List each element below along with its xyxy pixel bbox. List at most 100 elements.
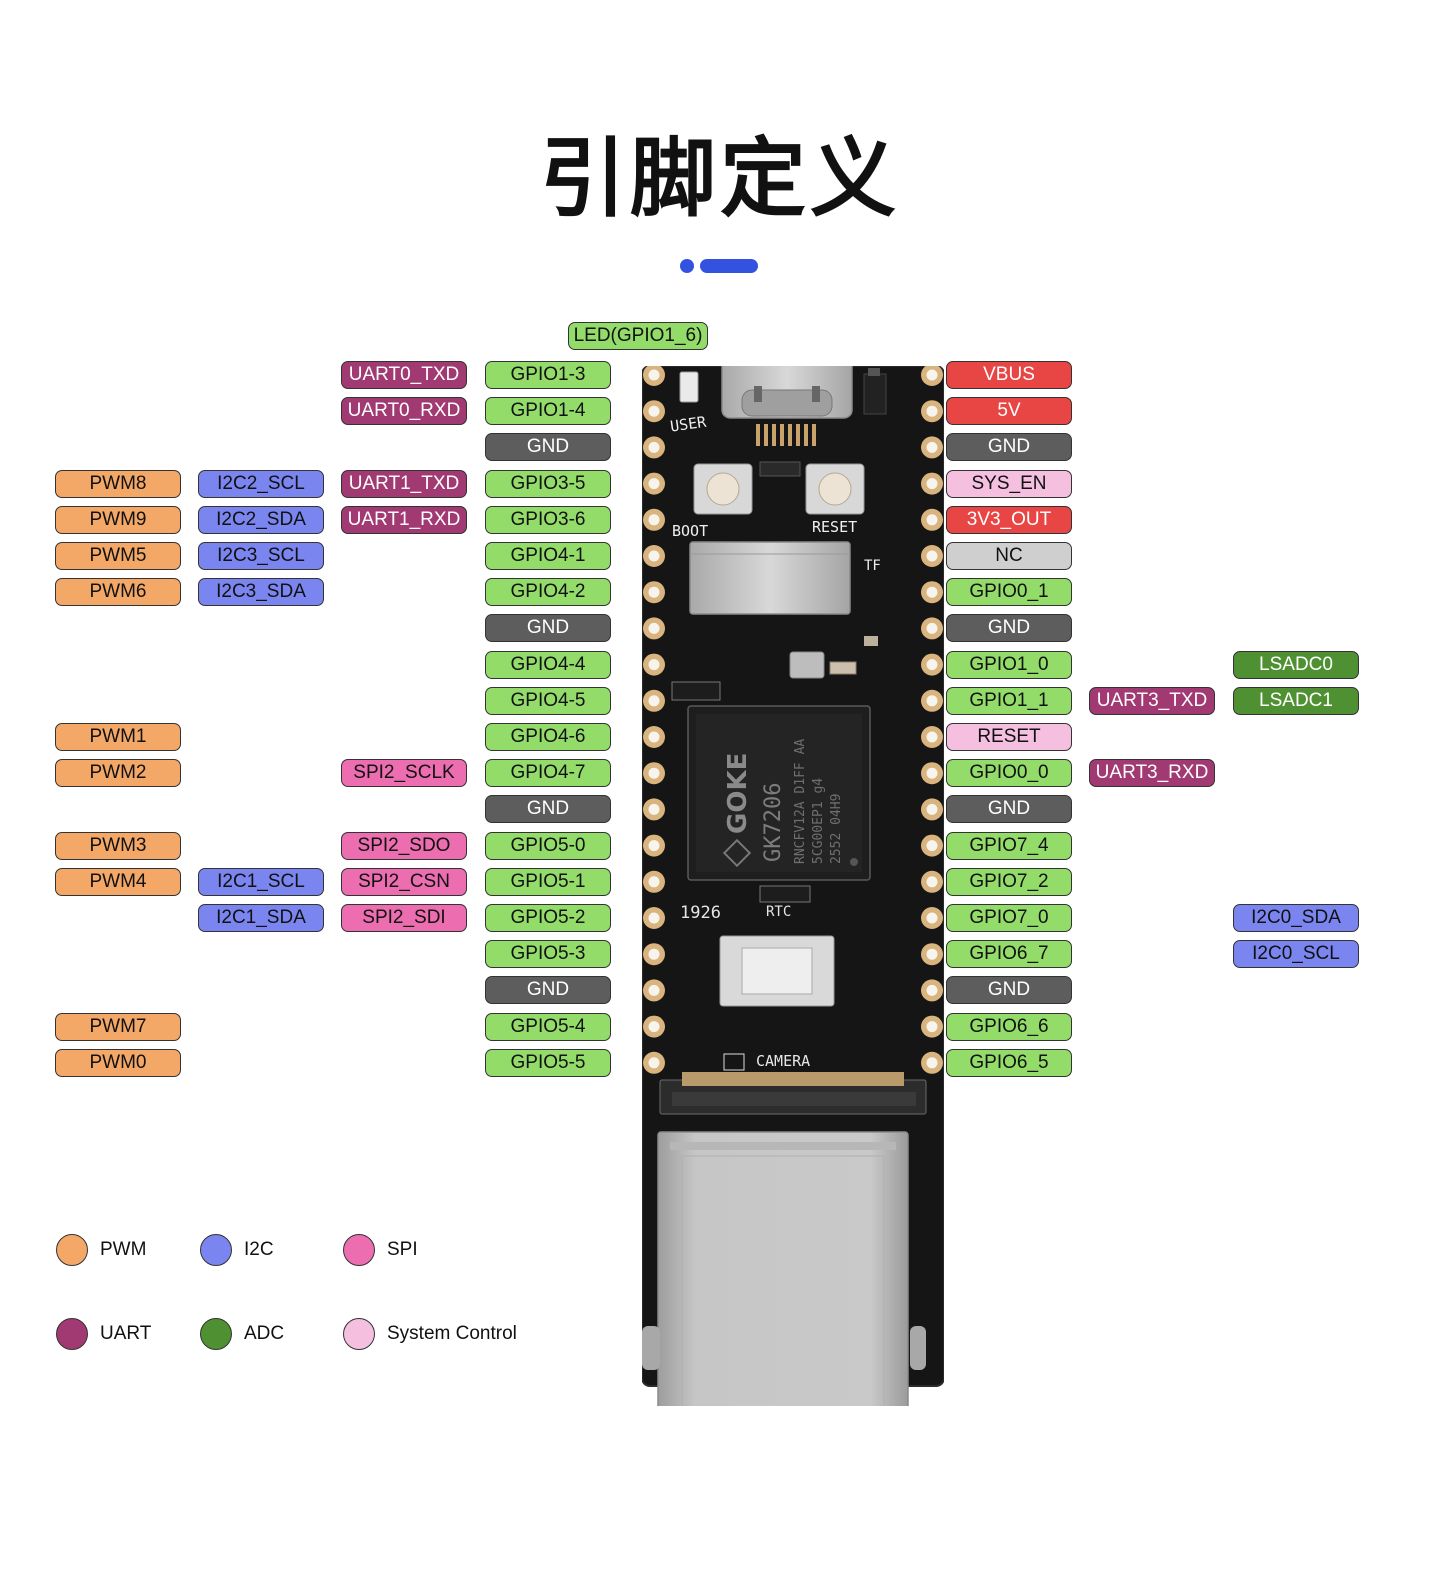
chip-model: GK7206 (761, 783, 786, 862)
pin-label-right-5: 3V3_OUT (946, 505, 1072, 534)
pin-function-pwm-label: PWM8 (55, 469, 181, 498)
legend-swatch (200, 1234, 232, 1266)
pin-label-right-1: VBUS (946, 361, 1072, 389)
pin-label-left-20: GPIO5-5 (485, 1048, 611, 1077)
right-pin-hole (926, 405, 938, 417)
pin-label-right-14: GPIO7_4 (946, 831, 1072, 860)
pin-function-i2c-label: I2C3_SCL (198, 542, 324, 570)
pin-label-left-18: GND (485, 976, 611, 1005)
right-pin-hole (926, 876, 938, 888)
right-pin-hole (926, 514, 938, 526)
pin-label-left-4: GPIO3-5 (485, 469, 611, 498)
pin-label-right-12: GPIO0_0 (946, 759, 1072, 788)
pin-label-right-17: GPIO6_7 (946, 940, 1072, 969)
pin-label-right-19: GPIO6_6 (946, 1012, 1072, 1041)
pin-label-left-7: GPIO4-2 (485, 578, 611, 607)
right-pin-hole (926, 622, 938, 634)
pin-function-pwm-label: PWM7 (55, 1012, 181, 1041)
pin-label-right-10: GPIO1_1 (946, 686, 1072, 715)
pin-function-i2c-label: I2C2_SCL (198, 469, 324, 498)
usb-c-connector (721, 366, 853, 419)
pin-label-right-8: GND (946, 614, 1072, 643)
pin-label-left-1: GPIO1-3 (485, 361, 611, 389)
right-pin-hole (926, 659, 938, 671)
pin-function-adc-label: LSADC0 (1233, 650, 1359, 679)
pin-function-pwm-label: PWM4 (55, 867, 181, 896)
legend-swatch (56, 1318, 88, 1350)
board-image: USER BOOT RESET TF GOKE GK7206 RNCFV12A … (642, 366, 944, 1406)
left-pin-hole (648, 767, 660, 779)
pin-label-right-20: GPIO6_5 (946, 1048, 1072, 1077)
left-pin-hole (648, 586, 660, 598)
pin-label-right-9: GPIO1_0 (946, 650, 1072, 679)
left-pin-hole (648, 478, 660, 490)
title-bar-decoration (700, 259, 758, 273)
pin-function-uart-label: UART0_RXD (341, 397, 467, 426)
right-pin-hole (926, 369, 938, 381)
left-pin-hole (648, 441, 660, 453)
pin-function-pwm-label: PWM0 (55, 1048, 181, 1077)
pin-function-pwm-label: PWM2 (55, 759, 181, 788)
left-pin-hole (648, 731, 660, 743)
left-pin-hole (648, 912, 660, 924)
pin-label-left-14: GPIO5-0 (485, 831, 611, 860)
silk-rtc: RTC (766, 904, 791, 920)
led-gpio-label: LED(GPIO1_6) (568, 322, 708, 350)
right-pin-hole (926, 1021, 938, 1033)
pin-function-i2c-label: I2C1_SDA (198, 904, 324, 932)
chip-line-3: 2552 04H9 (829, 794, 844, 864)
pin-function-uart-label: UART0_TXD (341, 361, 467, 389)
left-pin-hole (648, 876, 660, 888)
left-pin-hole (648, 622, 660, 634)
pin-label-right-6: NC (946, 542, 1072, 570)
silk-serial: 1926 (680, 903, 721, 923)
left-pin-pads (643, 366, 665, 1074)
legend-label: I2C (244, 1239, 274, 1260)
pin-label-left-19: GPIO5-4 (485, 1012, 611, 1041)
user-led (679, 371, 699, 403)
pin-label-left-17: GPIO5-3 (485, 940, 611, 969)
left-pin-hole (648, 550, 660, 562)
pin-label-left-6: GPIO4-1 (485, 542, 611, 570)
reset-button (805, 463, 865, 515)
pin-function-pwm-label: PWM9 (55, 505, 181, 534)
pin-label-right-7: GPIO0_1 (946, 578, 1072, 607)
pin-label-right-4: SYS_EN (946, 469, 1072, 498)
right-pin-hole (926, 948, 938, 960)
pin-function-pwm-label: PWM1 (55, 723, 181, 751)
title-dot-decoration (680, 259, 694, 273)
left-pin-hole (648, 1057, 660, 1069)
pin-function-i2c-label: I2C2_SDA (198, 505, 324, 534)
pin-label-left-11: GPIO4-6 (485, 723, 611, 751)
pin-label-right-3: GND (946, 433, 1072, 462)
pin-label-left-5: GPIO3-6 (485, 505, 611, 534)
pin-label-left-8: GND (485, 614, 611, 643)
silk-user: USER (669, 413, 708, 436)
legend-label: System Control (387, 1323, 517, 1344)
chip-logo-mark (722, 838, 752, 868)
right-pin-hole (926, 550, 938, 562)
right-pin-pads (921, 366, 943, 1074)
pin-function-spi-label: SPI2_SDI (341, 904, 467, 932)
left-pin-hole (648, 1021, 660, 1033)
pin-function-spi-label: SPI2_SDO (341, 831, 467, 860)
left-pin-hole (648, 659, 660, 671)
chip-line-2: 5CG00EP1 g4 (811, 778, 826, 864)
silk-camera: CAMERA (756, 1052, 810, 1070)
right-pin-hole (926, 1057, 938, 1069)
legend-swatch (56, 1234, 88, 1266)
pin-function-uart-label: UART3_RXD (1089, 759, 1215, 788)
soc-chip (687, 705, 871, 881)
pin-label-right-16: GPIO7_0 (946, 904, 1072, 932)
pin-label-left-15: GPIO5-1 (485, 867, 611, 896)
pin-function-i2c-label: I2C1_SCL (198, 867, 324, 896)
right-pin-hole (926, 840, 938, 852)
left-pin-hole (648, 514, 660, 526)
pin-function-i2c-label: I2C3_SDA (198, 578, 324, 607)
pin-label-right-13: GND (946, 795, 1072, 824)
pin-function-spi-label: SPI2_CSN (341, 867, 467, 896)
silk-tf: TF (864, 558, 881, 574)
pin-function-i2c-label: I2C0_SCL (1233, 940, 1359, 969)
legend-label: UART (100, 1323, 152, 1344)
rtc-connector (719, 935, 835, 1007)
